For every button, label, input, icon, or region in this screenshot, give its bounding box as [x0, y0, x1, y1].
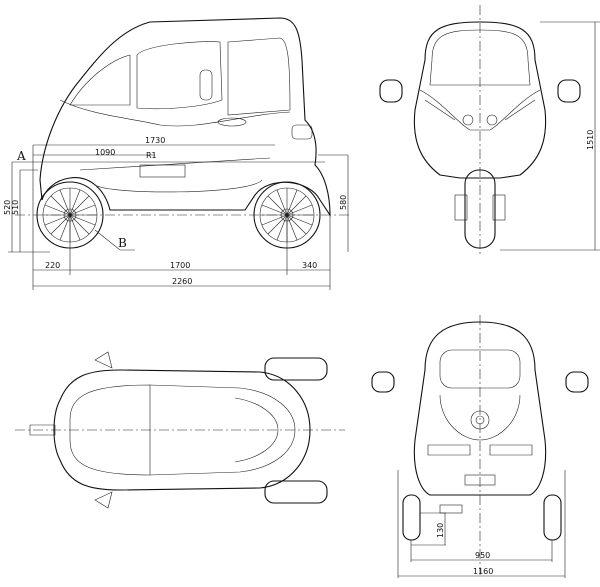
- rear-panel: [439, 394, 521, 441]
- dim-510: 510: [11, 200, 20, 215]
- side-body-outline: [39, 17, 331, 217]
- front-mirror-right: [557, 79, 581, 103]
- rear-window: [439, 349, 521, 389]
- dim-520: 520: [3, 200, 12, 215]
- side-dimension-lines: [8, 144, 349, 290]
- dim-2260: 2260: [172, 277, 192, 286]
- top-front-wheel: [29, 424, 56, 436]
- label-b: B: [118, 236, 127, 250]
- side-sill: [79, 157, 271, 193]
- rear-motor: [439, 504, 463, 514]
- top-wheel-rear-right: [264, 480, 328, 504]
- dim-220: 220: [45, 261, 60, 270]
- rear-tail-lamps: [427, 444, 533, 456]
- side-window-front: [69, 54, 131, 106]
- dim-1510: 1510: [586, 130, 595, 150]
- front-windshield: [429, 29, 531, 86]
- rear-wheel-right: [543, 494, 562, 541]
- side-window-rear: [227, 37, 291, 116]
- top-rear-canopy: [149, 384, 296, 476]
- side-tail-light: [291, 124, 313, 140]
- side-seat: [139, 164, 186, 178]
- rear-light: [470, 410, 490, 430]
- dim-580: 580: [339, 195, 348, 210]
- front-rear-wheel-right: [492, 194, 506, 221]
- dim-340: 340: [302, 261, 317, 270]
- side-door-handle: [217, 117, 247, 127]
- rear-mirror-left: [371, 371, 395, 393]
- front-mirror-left: [379, 79, 403, 103]
- top-rear-inner: [234, 397, 279, 463]
- side-window-door: [136, 41, 223, 110]
- front-lamp-left: [462, 114, 474, 126]
- dim-1090: 1090: [95, 148, 115, 157]
- side-mirror: [199, 69, 213, 101]
- side-door-line: [59, 99, 291, 127]
- rear-wheel-left: [402, 494, 421, 541]
- top-mirrors: [94, 351, 113, 509]
- rear-body-outline: [413, 321, 547, 496]
- dim-1730: 1730: [145, 136, 165, 145]
- front-wheel: [464, 169, 496, 249]
- top-wheel-rear-left: [264, 357, 328, 381]
- front-rear-wheel-left: [454, 194, 468, 221]
- rear-light-inner: [475, 415, 485, 425]
- side-view: A B R1 1730 1090 520 510 580 220 1700 34…: [3, 17, 350, 290]
- dim-1700: 1700: [170, 261, 190, 270]
- rear-view: 130 950 1160: [371, 315, 589, 578]
- front-body-outline: [413, 21, 547, 179]
- front-headlights: [419, 89, 541, 131]
- label-r: R1: [146, 151, 157, 160]
- rear-mirror-right: [565, 371, 589, 393]
- label-a: A: [16, 149, 26, 163]
- front-lamp-right: [486, 114, 498, 126]
- top-body-outline: [53, 369, 311, 491]
- top-view: [15, 351, 345, 509]
- dim-130: 130: [436, 523, 445, 538]
- front-view: 1510: [379, 5, 600, 255]
- front-dimension-lines: [500, 21, 600, 251]
- dim-950: 950: [475, 551, 490, 560]
- rear-dimension-lines: [397, 470, 566, 578]
- rear-license-plate: [464, 474, 496, 486]
- dim-1160: 1160: [473, 567, 493, 576]
